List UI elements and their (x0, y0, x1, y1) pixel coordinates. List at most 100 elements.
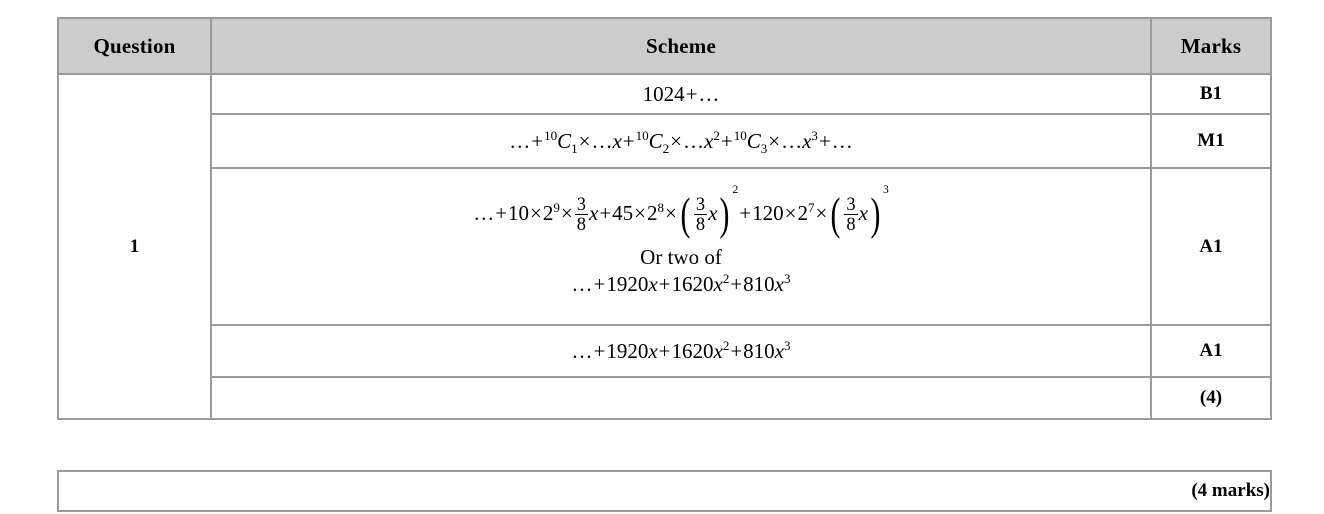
math-variable: x (588, 201, 599, 226)
marks-cell-b1: B1 (1150, 73, 1272, 115)
math-plus: + (658, 271, 671, 296)
math-plus: + (658, 338, 671, 363)
header-marks: Marks (1150, 17, 1272, 75)
math-expanded-coefficient: 810 (743, 338, 775, 363)
math-ellipsis: … (571, 338, 593, 363)
math-base: 2 (647, 201, 658, 226)
math-ellipsis: … (509, 128, 531, 153)
math-power: 2 (713, 127, 720, 143)
math-ellipsis: … (571, 271, 593, 296)
scheme-cell-a1-answer: …+1920x+1620x2+810x3 (210, 324, 1152, 378)
math-number-1024: 1024 (642, 81, 685, 106)
math-variable: x (648, 338, 658, 363)
math-coefficient: 10 (508, 201, 530, 226)
table-row: (4) (58, 376, 1272, 420)
mark-scheme-table: Question Scheme Marks 1 1024+… B1 …+10C1… (57, 17, 1272, 420)
math-combination-top: 10 (544, 127, 558, 143)
math-paren-open: ( (830, 188, 841, 239)
math-variable: x (774, 338, 784, 363)
math-paren-close: ) (720, 188, 730, 239)
math-base-power: 8 (657, 200, 665, 216)
or-two-of-label: Or two of (640, 244, 722, 269)
math-plus: + (818, 128, 831, 153)
math-combination-top: 10 (733, 127, 747, 143)
math-times: × (784, 201, 797, 226)
math-plus: + (593, 271, 606, 296)
math-variable: x (858, 201, 868, 226)
math-plus: + (685, 81, 698, 106)
math-variable: x (612, 128, 622, 153)
math-plus: + (495, 201, 508, 226)
math-times: × (815, 201, 828, 226)
math-combination-symbol: C (557, 128, 572, 153)
math-expanded-coefficient: 1620 (671, 338, 714, 363)
math-combination-symbol: C (648, 128, 663, 153)
math-bracket-power: 2 (732, 183, 739, 196)
table-row: 1 1024+… B1 (57, 73, 1272, 420)
math-times: × (634, 201, 646, 226)
math-plus: + (622, 128, 635, 153)
marks-cell-subtotal: (4) (1150, 376, 1272, 420)
math-base: 2 (542, 201, 554, 226)
math-base: 2 (797, 201, 808, 226)
math-times: × (530, 201, 542, 226)
math-expression-b1: 1024+… (643, 82, 720, 106)
math-power: 3 (784, 337, 791, 353)
math-coefficient: 45 (612, 201, 634, 226)
math-plus: + (593, 338, 606, 363)
math-plus: + (720, 128, 733, 153)
math-combination-symbol: C (746, 128, 761, 153)
math-expanded-coefficient: 1920 (606, 338, 649, 363)
math-variable: x (713, 338, 723, 363)
math-expanded-coefficient: 1620 (671, 271, 714, 296)
total-marks-table: (4 marks) (57, 470, 1272, 512)
math-paren-close: ) (870, 188, 881, 239)
table-row: …+1920x+1620x2+810x3 A1 (58, 324, 1272, 378)
math-bracket-power: 3 (883, 183, 889, 196)
math-times: × (560, 201, 573, 226)
header-question: Question (57, 17, 212, 75)
math-variable: x (648, 271, 658, 296)
math-fraction-denominator: 8 (574, 213, 588, 234)
math-expanded-coefficient: 810 (743, 271, 775, 296)
math-times: × (578, 128, 591, 153)
math-ellipsis: … (683, 128, 705, 153)
math-power: 3 (811, 127, 818, 143)
math-plus: + (730, 338, 743, 363)
math-ellipsis: … (591, 128, 613, 153)
math-variable: x (774, 271, 784, 296)
math-times: × (768, 128, 781, 153)
math-fraction-denominator: 8 (693, 213, 708, 234)
math-combination-top: 10 (635, 127, 649, 143)
math-expression-m1: …+10C1×…x+10C2×…x2+10C3×…x3+… (509, 127, 853, 156)
math-times: × (670, 128, 683, 153)
question-number-cell: 1 (57, 73, 212, 420)
total-marks-row: (4 marks) (57, 470, 1272, 512)
math-times: × (665, 201, 677, 226)
math-fraction-numerator: 3 (695, 193, 706, 214)
math-fraction-numerator: 3 (846, 193, 856, 214)
math-fraction-numerator: 3 (576, 193, 586, 214)
math-variable: x (708, 201, 718, 226)
math-expanded-coefficient: 1920 (606, 271, 649, 296)
math-ellipsis: … (831, 128, 853, 153)
math-power: 2 (722, 270, 730, 286)
marks-cell-a1-answer: A1 (1150, 324, 1272, 378)
math-combination-index: 2 (662, 140, 670, 156)
header-scheme: Scheme (210, 17, 1152, 75)
table-row: …+10C1×…x+10C2×…x2+10C3×…x3+… M1 (58, 113, 1272, 169)
math-expression-a1-answer: …+1920x+1620x2+810x3 (571, 337, 791, 363)
math-power: 3 (784, 270, 791, 286)
scheme-cell-b1: 1024+… (210, 73, 1152, 115)
math-power: 2 (722, 337, 730, 353)
math-coefficient: 120 (752, 201, 784, 226)
